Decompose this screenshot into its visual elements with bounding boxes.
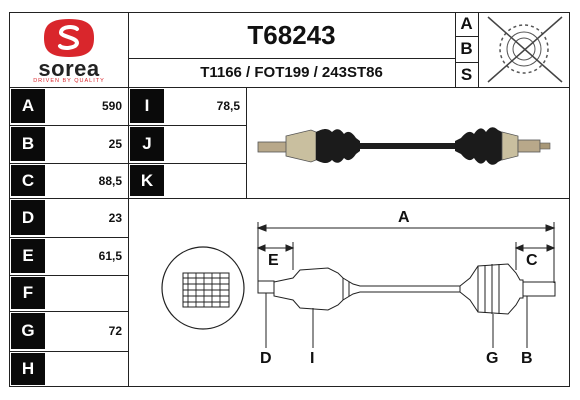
- left-row-divider: [9, 163, 128, 164]
- spec-label: G: [11, 313, 45, 349]
- header-divider: [9, 87, 570, 88]
- dim-label-e: E: [268, 252, 279, 269]
- mid-row-divider: [128, 163, 246, 164]
- abs-divider: [455, 12, 456, 87]
- spec-value: [48, 351, 122, 387]
- sorea-logo: sorea DRIVEN BY QUALITY: [14, 16, 124, 84]
- spec-label: C: [11, 165, 45, 196]
- spec-label: A: [11, 89, 45, 123]
- spec-value: 88,5: [98, 173, 122, 188]
- drawing-top-divider: [128, 198, 570, 199]
- left-row-divider: [9, 125, 128, 126]
- spec-value: 25: [108, 137, 122, 151]
- reference-divider: [128, 58, 455, 59]
- mid-row-divider: [128, 125, 246, 126]
- dim-label-g: G: [486, 350, 499, 367]
- spec-label: I: [130, 89, 164, 123]
- spec-value: 61,5: [98, 249, 122, 263]
- abs-letter-s: S: [460, 64, 473, 84]
- dim-label-c: C: [526, 252, 538, 269]
- sorea-logo-mark: [44, 19, 94, 57]
- spec-label: E: [11, 239, 45, 273]
- left-row-divider: [9, 275, 128, 276]
- technical-drawing: A E C D I G B: [128, 198, 570, 387]
- spec-value: [168, 163, 240, 198]
- spec-label: K: [130, 165, 164, 196]
- spec-label: F: [11, 277, 45, 309]
- dim-label-d: D: [260, 350, 272, 367]
- spec-value: 72: [108, 324, 122, 338]
- spec-value: [168, 125, 240, 163]
- abs-divider-right: [478, 12, 479, 87]
- part-number: T68243: [247, 19, 336, 50]
- spec-value: 78,5: [216, 99, 240, 113]
- reference-numbers: T1166 / FOT199 / 243ST86: [200, 64, 383, 81]
- spec-label: D: [11, 200, 45, 235]
- abs-letter-a: A: [460, 14, 473, 33]
- abs-row-divider-2: [455, 62, 478, 63]
- no-abs-ring-icon: [478, 12, 570, 87]
- drive-shaft-photo: [256, 110, 556, 180]
- left-row-divider: [9, 351, 128, 352]
- left-column-divider: [128, 12, 129, 387]
- left-row-divider: [9, 198, 128, 199]
- left-row-divider: [9, 237, 128, 238]
- dim-label-i: I: [310, 350, 315, 367]
- mid-column-divider: [246, 87, 247, 198]
- brand-tagline: DRIVEN BY QUALITY: [33, 78, 105, 84]
- dim-label-b: B: [521, 350, 533, 367]
- spec-value: 590: [101, 99, 122, 113]
- dim-label-a: A: [398, 209, 410, 226]
- abs-letter-b: B: [460, 39, 473, 58]
- spec-label: H: [11, 353, 45, 385]
- spec-label: J: [130, 127, 164, 161]
- brand-name: sorea: [38, 56, 100, 81]
- spec-sheet-frame: [9, 12, 570, 387]
- abs-row-divider-1: [455, 36, 478, 37]
- spec-value: [48, 275, 122, 311]
- spec-value: 23: [108, 210, 122, 225]
- left-row-divider: [9, 311, 128, 312]
- spec-label: B: [11, 127, 45, 161]
